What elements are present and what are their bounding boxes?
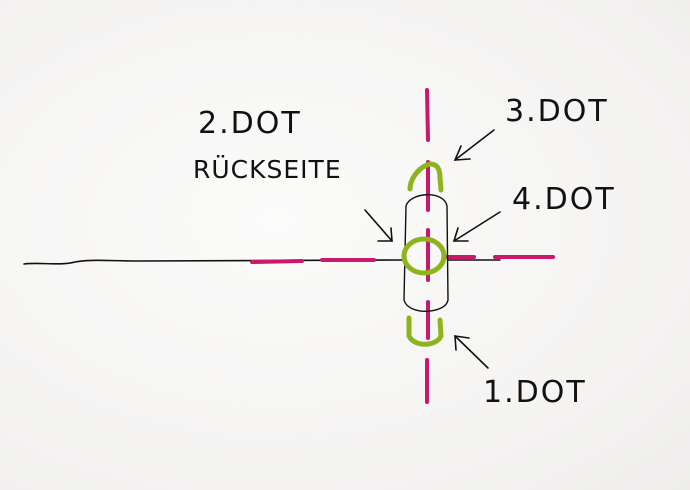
- label-back-side: RÜCKSEITE: [193, 155, 342, 184]
- arrow-dot-2-back: [364, 209, 393, 242]
- vertical-guide-line: [425, 88, 430, 404]
- label-dot-1: 1.DOT: [483, 375, 587, 410]
- label-dot-4: 4.DOT: [512, 182, 616, 217]
- dot-3-marker: [407, 161, 444, 193]
- horizontal-guide-line: [250, 255, 555, 264]
- arrow-dot-4: [452, 211, 501, 242]
- arrow-dot-3: [453, 129, 495, 161]
- arrow-dot-1: [454, 335, 489, 369]
- label-dot-2: 2.DOT: [198, 106, 302, 141]
- dot-1-marker: [406, 315, 444, 347]
- oval-object: [403, 194, 449, 312]
- dot-4-marker: [401, 236, 447, 276]
- label-dot-3: 3.DOT: [505, 94, 609, 129]
- baseline-wire: [23, 259, 403, 265]
